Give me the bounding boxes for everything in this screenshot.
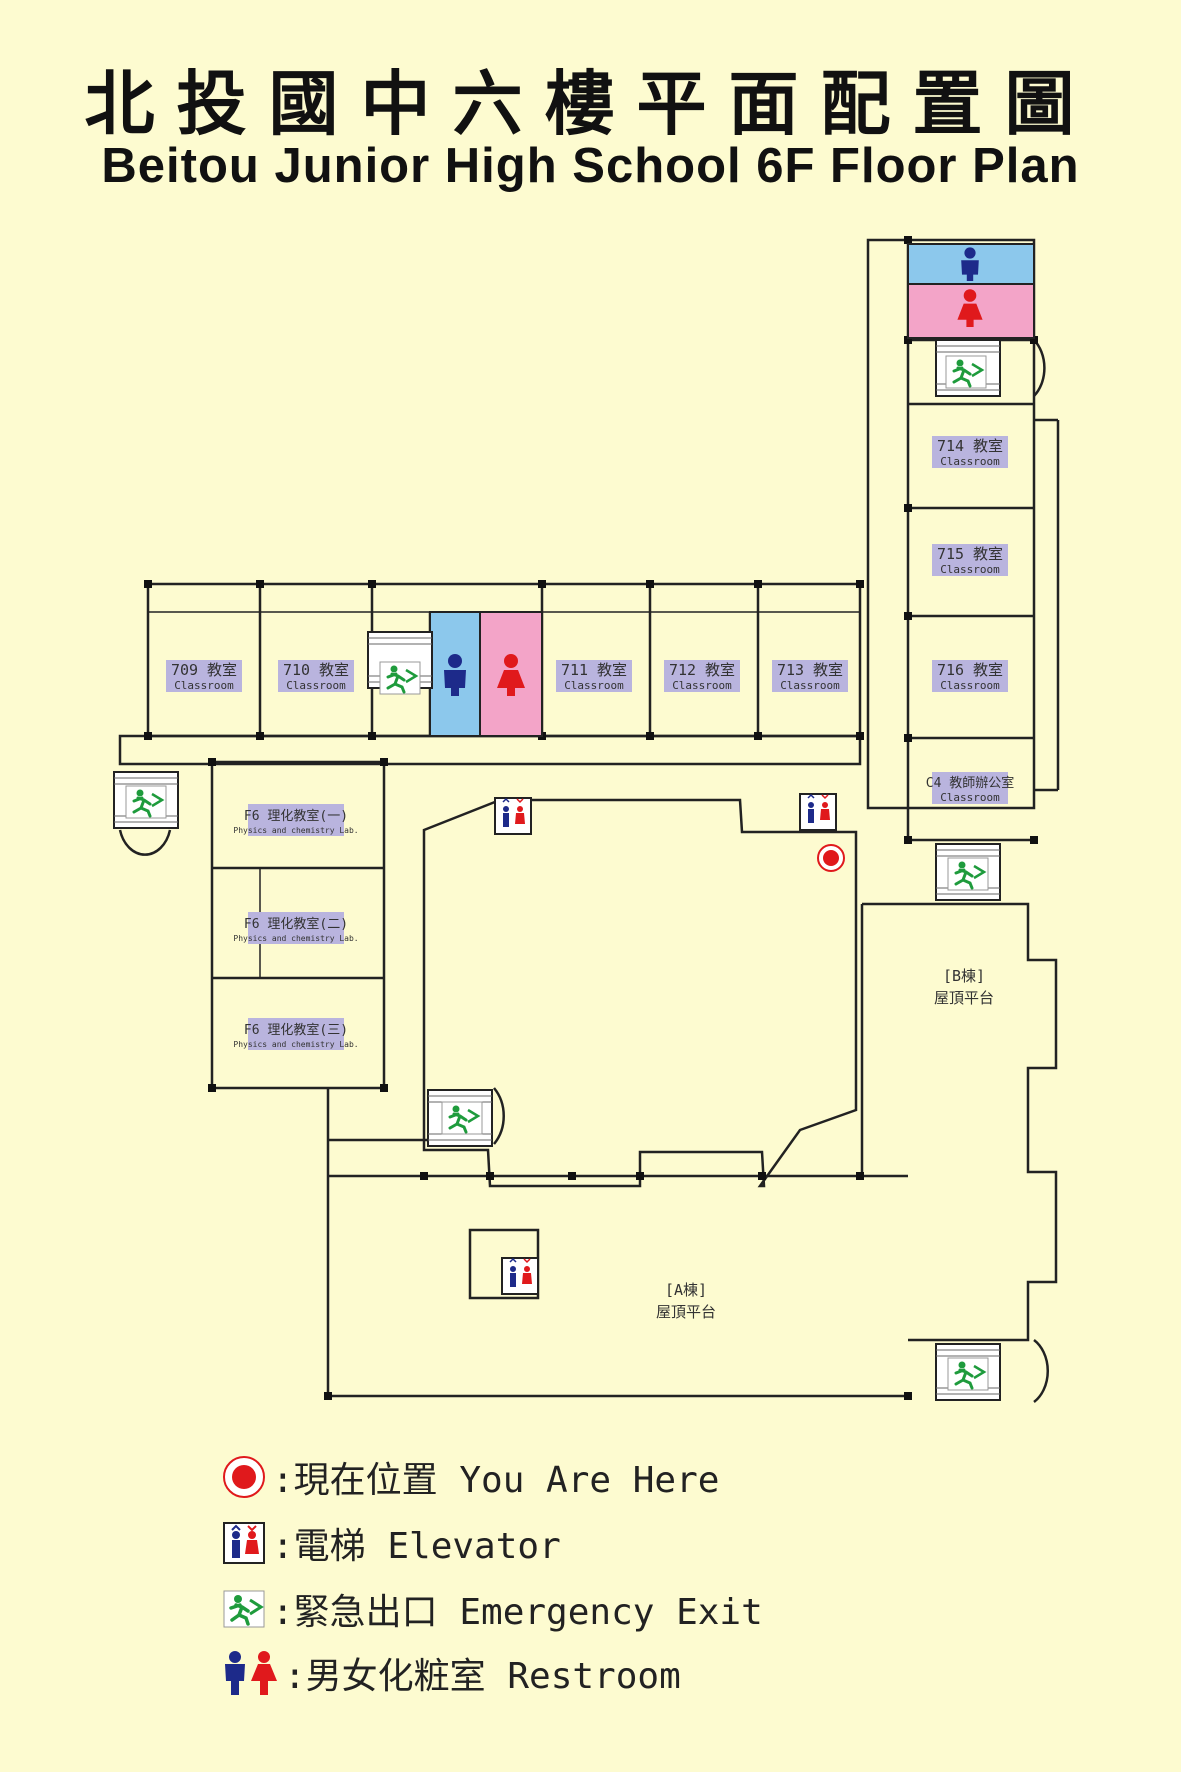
room-709-sub: Classroom	[174, 679, 234, 692]
elevator-icon	[799, 793, 837, 831]
emergency-exit-icon	[378, 660, 422, 696]
legend-restroom: :男女化粧室 Restroom	[220, 1648, 681, 1698]
legend-restroom-text: :男女化粧室 Restroom	[284, 1656, 681, 1697]
emergency-exit-icon	[440, 1100, 484, 1136]
room-711-label: 711 教室	[561, 661, 627, 679]
emergency-exit-icon	[946, 856, 990, 892]
legend-you-are-here: :現在位置 You Are Here	[220, 1452, 719, 1502]
elevator-icon	[494, 797, 532, 835]
elevator-icon	[220, 1519, 268, 1567]
female-icon	[251, 1651, 277, 1695]
room-710-label: 710 教室	[283, 661, 349, 679]
emergency-exit-icon	[944, 354, 988, 390]
room-label-boxes	[166, 436, 1008, 1050]
legend-emergency-exit-text: :緊急出口 Emergency Exit	[272, 1592, 763, 1633]
room-716-label: 716 教室	[937, 661, 1003, 679]
male-icon	[225, 1651, 245, 1695]
room-c4-sub: Classroom	[940, 791, 1000, 804]
legend-emergency-exit: :緊急出口 Emergency Exit	[220, 1584, 763, 1634]
elevator-icon	[501, 1257, 539, 1295]
female-icon	[957, 289, 983, 327]
room-709-label: 709 教室	[171, 661, 237, 679]
lab-3-sub: Physics and chemistry Lab.	[233, 1040, 358, 1049]
room-716-sub: Classroom	[940, 679, 1000, 692]
restroom-icon	[220, 1649, 280, 1697]
page-title-chinese: 北投國中六樓平面配置圖	[84, 63, 1097, 145]
legend-elevator: :電梯 Elevator	[220, 1518, 561, 1568]
lab-1-sub: Physics and chemistry Lab.	[233, 826, 358, 835]
room-713-label: 713 教室	[777, 661, 843, 679]
emergency-exit-icon	[124, 784, 168, 820]
male-icon	[444, 654, 466, 696]
room-712-label: 712 教室	[669, 661, 735, 679]
lab-3-label: F6 理化教室(三)	[244, 1022, 348, 1038]
b-building-desc: 屋頂平台	[934, 989, 994, 1007]
emergency-exit-icon	[946, 1356, 990, 1392]
room-714-sub: Classroom	[940, 455, 1000, 468]
lab-2-label: F6 理化教室(二)	[244, 916, 348, 932]
female-icon	[497, 654, 525, 696]
lab-2-sub: Physics and chemistry Lab.	[233, 934, 358, 943]
room-714-label: 714 教室	[937, 437, 1003, 455]
room-713-sub: Classroom	[780, 679, 840, 692]
room-712-sub: Classroom	[672, 679, 732, 692]
page-title-english: Beitou Junior High School 6F Floor Plan	[101, 139, 1080, 193]
legend-elevator-text: :電梯 Elevator	[272, 1526, 561, 1567]
room-715-sub: Classroom	[940, 563, 1000, 576]
room-711-sub: Classroom	[564, 679, 624, 692]
you-are-here-marker	[817, 844, 845, 872]
emergency-exit-icon	[220, 1585, 268, 1633]
room-715-label: 715 教室	[937, 545, 1003, 563]
a-building-name: [A棟]	[665, 1281, 707, 1299]
room-710-sub: Classroom	[286, 679, 346, 692]
room-c4-label: C4 教師辦公室	[926, 775, 1014, 791]
column-markers	[144, 236, 1038, 1400]
you-are-here-icon	[220, 1453, 268, 1501]
b-building-name: [B棟]	[943, 967, 985, 985]
legend-you-are-here-text: :現在位置 You Are Here	[272, 1460, 720, 1501]
a-building-desc: 屋頂平台	[656, 1303, 716, 1321]
male-icon	[961, 247, 979, 281]
lab-1-label: F6 理化教室(一)	[244, 808, 348, 824]
